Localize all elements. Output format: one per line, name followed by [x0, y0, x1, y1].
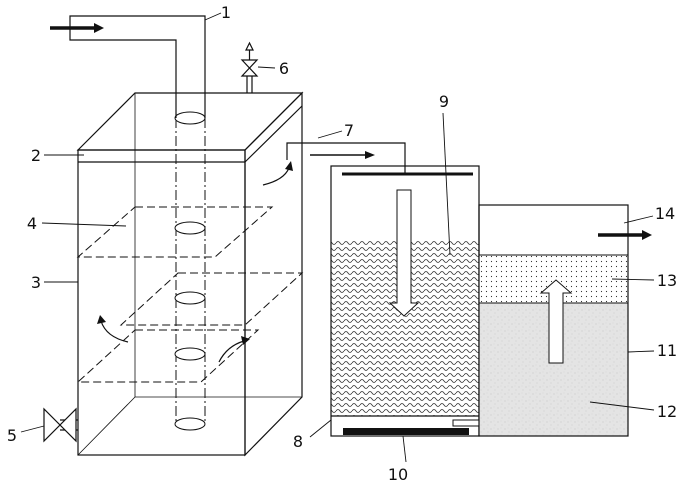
label-12: 12 [657, 402, 677, 421]
tray-upper [76, 206, 274, 258]
storage-tank-outline [478, 204, 629, 437]
heater-plate [343, 428, 469, 435]
flow-arrows-left [97, 161, 293, 363]
inlet-arrow [50, 23, 104, 33]
connecting-pipe [286, 142, 406, 174]
left-tank-front [77, 149, 246, 456]
number-labels: 1 2 3 4 5 6 7 8 9 10 11 12 13 14 [7, 3, 677, 484]
label-3: 3 [31, 273, 41, 292]
tray-lower [76, 329, 260, 383]
label-9: 9 [439, 92, 449, 111]
transfer-arrow [310, 151, 375, 159]
trays [76, 206, 304, 383]
leader-lines [20, 12, 655, 463]
central-pipe [175, 118, 206, 424]
label-10: 10 [388, 465, 408, 484]
storage-tank [478, 204, 629, 437]
label-4: 4 [27, 214, 37, 233]
label-11: 11 [657, 341, 677, 360]
label-2: 2 [31, 146, 41, 165]
pipe-rings [174, 111, 206, 431]
label-8: 8 [293, 432, 303, 451]
vent-valve [240, 41, 259, 93]
left-tank [76, 91, 304, 457]
label-7: 7 [344, 121, 354, 140]
label-13: 13 [657, 271, 677, 290]
settling-tank [330, 165, 509, 437]
drain-valve [43, 407, 78, 443]
tray-middle [119, 272, 304, 326]
left-tank-side [244, 91, 303, 457]
label-1: 1 [221, 3, 231, 22]
label-14: 14 [655, 204, 675, 223]
label-5: 5 [7, 426, 17, 445]
outlet-arrow [598, 230, 652, 240]
inlet-pipe [69, 15, 206, 118]
label-6: 6 [279, 59, 289, 78]
